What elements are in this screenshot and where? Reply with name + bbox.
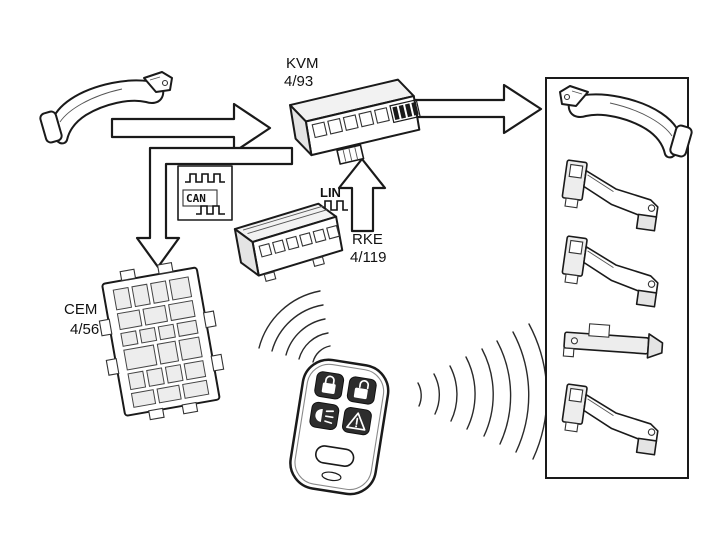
kvm-connector-slots [311, 99, 421, 139]
rke-module [233, 202, 344, 283]
kvm-lin-connector-tab [336, 144, 365, 165]
panic-icon [346, 412, 366, 431]
unlock-icon [353, 380, 370, 400]
can-bus-icon: CAN [177, 165, 233, 221]
arrow-kvm-to-cem [135, 146, 294, 269]
lin-label: LIN [320, 185, 341, 200]
radio-waves-key-to-door-units [417, 323, 548, 460]
arrow-kvm-to-door-units [410, 83, 543, 135]
radio-waves-rke-to-key [258, 290, 331, 363]
cem-fuse-grid [112, 276, 210, 408]
rke-label: RKE 4/119 [350, 231, 386, 266]
kvm-label: KVM 4/93 [284, 55, 319, 90]
rke-connector-slots [258, 224, 340, 258]
arrow-handle-to-kvm [110, 102, 272, 154]
cem-module [98, 261, 225, 421]
kvm-module [289, 78, 421, 165]
kvm-name: KVM [286, 55, 319, 72]
fob-lower-button [315, 445, 355, 468]
kvm-id: 4/93 [284, 73, 313, 90]
remote-key [289, 358, 390, 496]
lock-icon [321, 375, 336, 395]
fob-bottom-detail [321, 471, 342, 482]
cem-label: CEM 4/56 [64, 301, 99, 338]
approach-light-button [309, 401, 340, 431]
rke-name: RKE [352, 231, 383, 248]
can-label: CAN [186, 192, 206, 205]
door-units-panel [545, 77, 694, 479]
rke-id: 4/119 [350, 249, 386, 266]
lin-bus-icon: LIN [320, 185, 348, 211]
cem-id: 4/56 [70, 321, 99, 338]
arrow-rke-to-kvm [337, 157, 387, 233]
approach-light-icon [315, 409, 335, 424]
cem-name: CEM [64, 301, 97, 318]
